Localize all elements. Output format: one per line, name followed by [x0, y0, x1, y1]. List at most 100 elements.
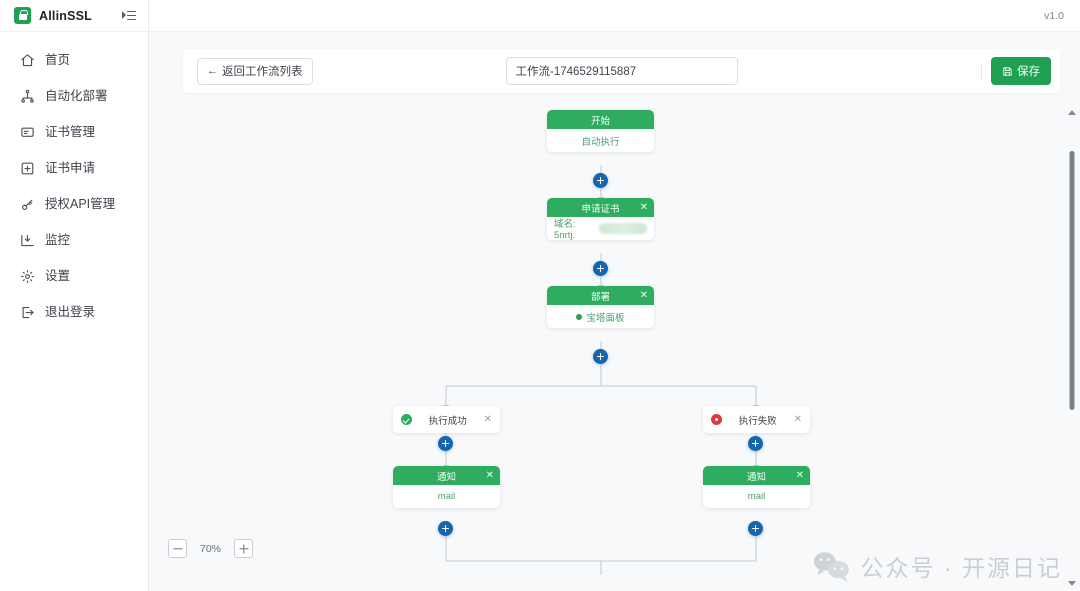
sitemap-icon	[20, 89, 35, 104]
sidebar-item-label: 设置	[45, 268, 71, 283]
node-title: 部署	[590, 291, 610, 303]
flow-node-notify-failure[interactable]: 通知 ✕ mail	[703, 466, 810, 508]
check-circle-icon	[401, 414, 412, 425]
home-icon	[20, 53, 35, 68]
node-body: 自动执行	[547, 129, 654, 152]
flow-node-start[interactable]: 开始 自动执行	[547, 110, 654, 152]
certificate-manage-icon	[20, 125, 35, 140]
node-subtitle: 自动执行	[581, 136, 620, 148]
node-title: 申请证书	[581, 203, 620, 215]
back-to-workflow-list-button[interactable]: ← 返回工作流列表	[197, 57, 313, 85]
close-icon[interactable]: ✕	[639, 289, 648, 301]
brand-header: AllinSSL	[0, 0, 148, 32]
close-icon[interactable]: ✕	[795, 469, 804, 481]
flow-node-branch-failure[interactable]: 执行失败 ✕	[703, 406, 810, 433]
toolbar-right-group: 保存	[981, 57, 1051, 85]
caret-up-icon[interactable]	[1067, 110, 1076, 115]
node-body: 域名: 5nrtj.	[547, 217, 654, 240]
workflow-toolbar: ← 返回工作流列表 保存	[183, 49, 1060, 93]
flow-connectors	[442, 165, 760, 575]
sidebar-item-logout[interactable]: 退出登录	[0, 294, 148, 330]
node-title: 通知	[746, 471, 766, 483]
zoom-controls: 70%	[168, 539, 254, 558]
arrow-left-icon: ←	[207, 64, 218, 77]
node-header: 通知 ✕	[393, 466, 500, 485]
sidebar-item-label: 证书申请	[45, 160, 96, 175]
node-title: 通知	[436, 471, 456, 483]
add-node-button-after-success[interactable]	[438, 436, 453, 451]
node-subtitle: 域名: 5nrtj.	[554, 219, 576, 240]
scrollbar-thumb[interactable]	[1069, 151, 1074, 410]
provider-dot-icon	[576, 313, 583, 320]
node-subtitle: 宝塔面板	[586, 312, 625, 324]
redacted-domain	[599, 223, 647, 234]
save-button[interactable]: 保存	[991, 57, 1051, 85]
error-circle-icon	[711, 414, 722, 425]
flow-node-deploy[interactable]: 部署 ✕ 宝塔面板	[547, 286, 654, 328]
node-subtitle: mail	[747, 491, 766, 502]
lock-shield-icon	[14, 7, 31, 24]
monitor-icon	[20, 233, 35, 248]
close-icon[interactable]: ✕	[485, 469, 494, 481]
version-label: v1.0	[1044, 9, 1064, 22]
sidebar-item-automation[interactable]: 自动化部署	[0, 78, 148, 114]
zoom-in-button[interactable]	[234, 539, 254, 558]
node-title: 执行成功	[428, 415, 467, 427]
toolbar-wrapper: ← 返回工作流列表 保存	[149, 32, 1080, 93]
sidebar-item-label: 监控	[45, 232, 71, 247]
sidebar-item-label: 退出登录	[45, 304, 96, 319]
brand-name: AllinSSL	[39, 8, 92, 23]
sidebar: AllinSSL 首页	[0, 0, 149, 591]
node-header: 开始	[547, 110, 654, 129]
sidebar-item-home[interactable]: 首页	[0, 42, 148, 78]
sidebar-item-monitor[interactable]: 监控	[0, 222, 148, 258]
main-area: v1.0 ← 返回工作流列表 保存	[149, 0, 1080, 591]
sidebar-item-label: 授权API管理	[45, 196, 116, 211]
add-node-button-after-apply-cert[interactable]	[593, 261, 608, 276]
flow-node-apply-cert[interactable]: 申请证书 ✕ 域名: 5nrtj.	[547, 198, 654, 240]
caret-down-icon[interactable]	[1067, 581, 1076, 586]
flow-node-notify-success[interactable]: 通知 ✕ mail	[393, 466, 500, 508]
gear-icon	[20, 269, 35, 284]
workflow-name-input[interactable]	[505, 57, 738, 85]
close-icon[interactable]: ✕	[639, 201, 648, 213]
sidebar-item-cert-apply[interactable]: 证书申请	[0, 150, 148, 186]
node-body: mail	[393, 485, 500, 508]
sidebar-nav: 首页 自动化部署 证书管理	[0, 32, 148, 330]
back-button-label: 返回工作流列表	[222, 66, 303, 78]
sidebar-item-settings[interactable]: 设置	[0, 258, 148, 294]
plus-square-icon	[20, 161, 35, 176]
sidebar-item-label: 自动化部署	[45, 88, 108, 103]
close-icon[interactable]: ✕	[793, 413, 802, 425]
menu-collapse-icon[interactable]	[122, 9, 136, 23]
node-body: mail	[703, 485, 810, 508]
node-header: 通知 ✕	[703, 466, 810, 485]
flow-graph: 开始 自动执行 申请证书 ✕ 域名: 5nrtj.	[149, 105, 1080, 591]
logout-icon	[20, 305, 35, 320]
add-node-button-after-deploy[interactable]	[593, 349, 608, 364]
sidebar-item-cert-manage[interactable]: 证书管理	[0, 114, 148, 150]
save-button-label: 保存	[1017, 66, 1040, 78]
add-node-button-after-notify-failure[interactable]	[748, 521, 763, 536]
toolbar-divider	[981, 62, 982, 80]
zoom-level-label: 70%	[200, 542, 222, 555]
vertical-scrollbar[interactable]	[1065, 105, 1078, 591]
top-bar: v1.0	[149, 0, 1080, 32]
node-header: 申请证书 ✕	[547, 198, 654, 217]
sidebar-item-api-manage[interactable]: 授权API管理	[0, 186, 148, 222]
key-icon	[20, 197, 35, 212]
flow-node-branch-success[interactable]: 执行成功 ✕	[393, 406, 500, 433]
node-header: 部署 ✕	[547, 286, 654, 305]
zoom-out-button[interactable]	[168, 539, 187, 558]
node-body: 宝塔面板	[547, 305, 654, 328]
workflow-canvas[interactable]: 开始 自动执行 申请证书 ✕ 域名: 5nrtj.	[149, 105, 1080, 591]
add-node-button-after-start[interactable]	[593, 173, 608, 188]
add-node-button-after-failure[interactable]	[748, 436, 763, 451]
save-disk-icon	[1002, 66, 1013, 77]
node-subtitle: mail	[437, 491, 456, 502]
node-title: 开始	[590, 115, 610, 127]
add-node-button-after-notify-success[interactable]	[438, 521, 453, 536]
close-icon[interactable]: ✕	[483, 413, 492, 425]
sidebar-item-label: 证书管理	[45, 124, 96, 139]
